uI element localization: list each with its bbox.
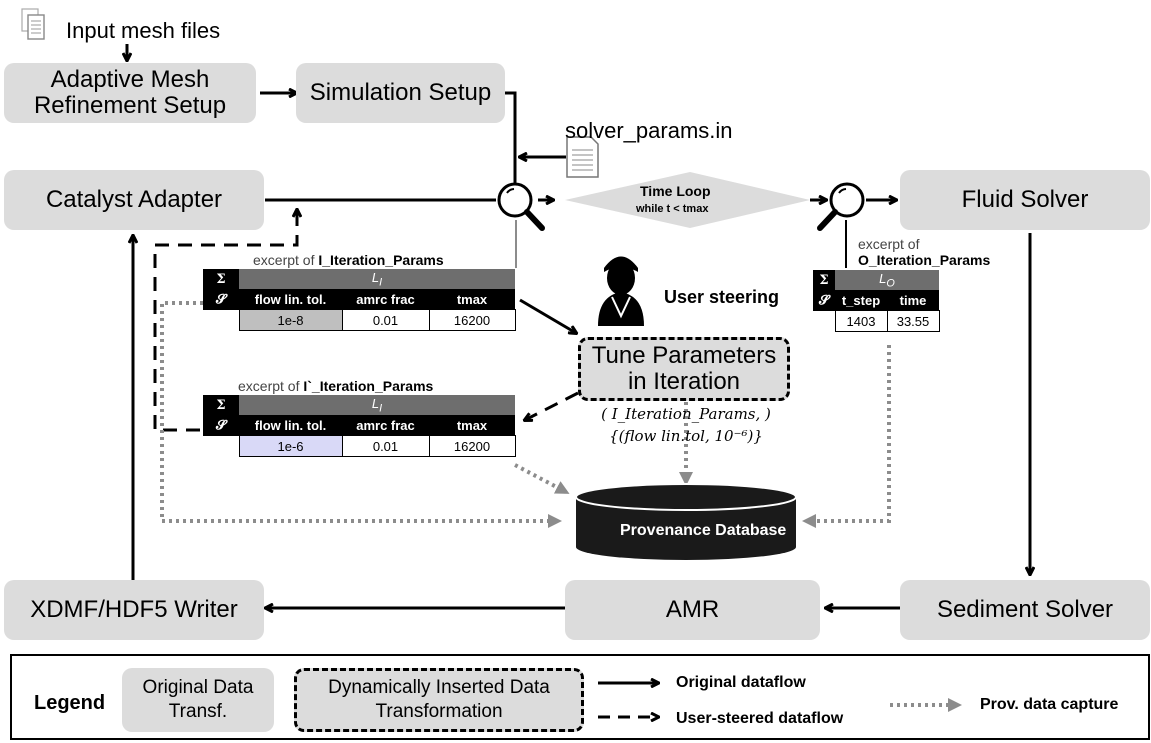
input-params-table: Σ LI 𝓢 flow lin. tol. amrc frac tmax 1e-… xyxy=(203,269,516,331)
edge-sim-setup-to-loop xyxy=(505,91,517,186)
edge-prov-input-table xyxy=(160,301,562,528)
table-cell: 1e-6 xyxy=(238,435,343,457)
relation-label: LI xyxy=(239,395,515,415)
column-header: amrc frac xyxy=(342,289,429,310)
magnifier-icon xyxy=(817,182,865,231)
user-steering-label: User steering xyxy=(664,287,780,307)
steered-table-caption: excerpt of I`_Iteration_Params xyxy=(238,378,434,394)
schema-symbol: 𝓢 xyxy=(813,290,835,311)
table-cell: 16200 xyxy=(428,435,516,457)
table-cell: 0.01 xyxy=(341,309,430,331)
sigma-symbol: Σ xyxy=(203,395,239,415)
table-cell: 1e-8 xyxy=(238,309,343,331)
catalyst-adapter-node[interactable]: Catalyst Adapter xyxy=(4,170,264,230)
table-cell: 1403 xyxy=(834,310,888,332)
tune-parameters-node[interactable]: Tune Parameters in Iteration xyxy=(578,337,790,401)
column-header: flow lin. tol. xyxy=(239,415,342,436)
input-table-caption: excerpt of I_Iteration_Params xyxy=(253,252,444,268)
solver-params-label: solver_params.in xyxy=(565,118,733,143)
database-icon xyxy=(575,483,797,560)
legend-steered-dataflow: User-steered dataflow xyxy=(676,710,844,727)
sigma-symbol: Σ xyxy=(203,269,239,289)
schema-symbol: 𝓢 xyxy=(203,415,239,436)
edge-prov-steered-table xyxy=(514,463,570,494)
time-loop-title: Time Loop xyxy=(640,183,711,199)
legend-title: Legend xyxy=(34,692,106,714)
simulation-setup-node[interactable]: Simulation Setup xyxy=(296,63,505,123)
legend-original-dataflow: Original dataflow xyxy=(676,674,806,691)
table-cell: 0.01 xyxy=(341,435,430,457)
amr-setup-node[interactable]: Adaptive Mesh Refinement Setup xyxy=(4,63,256,123)
legend xyxy=(10,654,1150,740)
edge-prov-output-table xyxy=(802,345,891,528)
document-icon xyxy=(21,8,45,40)
sediment-solver-node[interactable]: Sediment Solver xyxy=(900,580,1150,640)
column-header: tmax xyxy=(429,289,515,310)
amr-node[interactable]: AMR xyxy=(565,580,820,640)
time-loop-diamond xyxy=(565,172,810,228)
edge-tune-to-steered-table xyxy=(525,391,579,420)
output-params-table: Σ LO 𝓢 t_step time 1403 33.55 xyxy=(813,270,940,332)
legend-prov-capture: Prov. data capture xyxy=(980,696,1119,713)
provenance-db-label: Provenance Database xyxy=(620,522,787,539)
steered-params-table: Σ LI 𝓢 flow lin. tol. amrc frac tmax 1e-… xyxy=(203,395,516,457)
column-header: t_step xyxy=(835,290,887,311)
sigma-symbol: Σ xyxy=(813,270,835,290)
user-icon xyxy=(598,256,644,326)
column-header: tmax xyxy=(429,415,515,436)
column-header: time xyxy=(887,290,939,311)
input-files-label: Input mesh files xyxy=(66,18,221,43)
document-icon xyxy=(566,136,599,178)
edge-table-to-tune xyxy=(519,298,576,333)
column-header: amrc frac xyxy=(342,415,429,436)
table-cell: 16200 xyxy=(428,309,516,331)
xdmf-writer-node[interactable]: XDMF/HDF5 Writer xyxy=(4,580,264,640)
table-cell: 33.55 xyxy=(886,310,940,332)
column-header: flow lin. tol. xyxy=(239,289,342,310)
time-loop-condition: while t < tmax xyxy=(636,203,709,215)
legend-original-box: Original Data Transf. xyxy=(122,668,274,732)
schema-symbol: 𝓢 xyxy=(203,289,239,310)
relation-label: LO xyxy=(835,270,939,290)
edge-steered-loop xyxy=(153,210,297,432)
fluid-solver-node[interactable]: Fluid Solver xyxy=(900,170,1150,230)
magnifier-icon xyxy=(497,182,545,231)
relation-label: LI xyxy=(239,269,515,289)
legend-dynamic-box: Dynamically Inserted Data Transformation xyxy=(294,668,584,732)
steering-formula: ( I_Iteration_Params, ) {(flow lin.tol, … xyxy=(601,405,771,445)
